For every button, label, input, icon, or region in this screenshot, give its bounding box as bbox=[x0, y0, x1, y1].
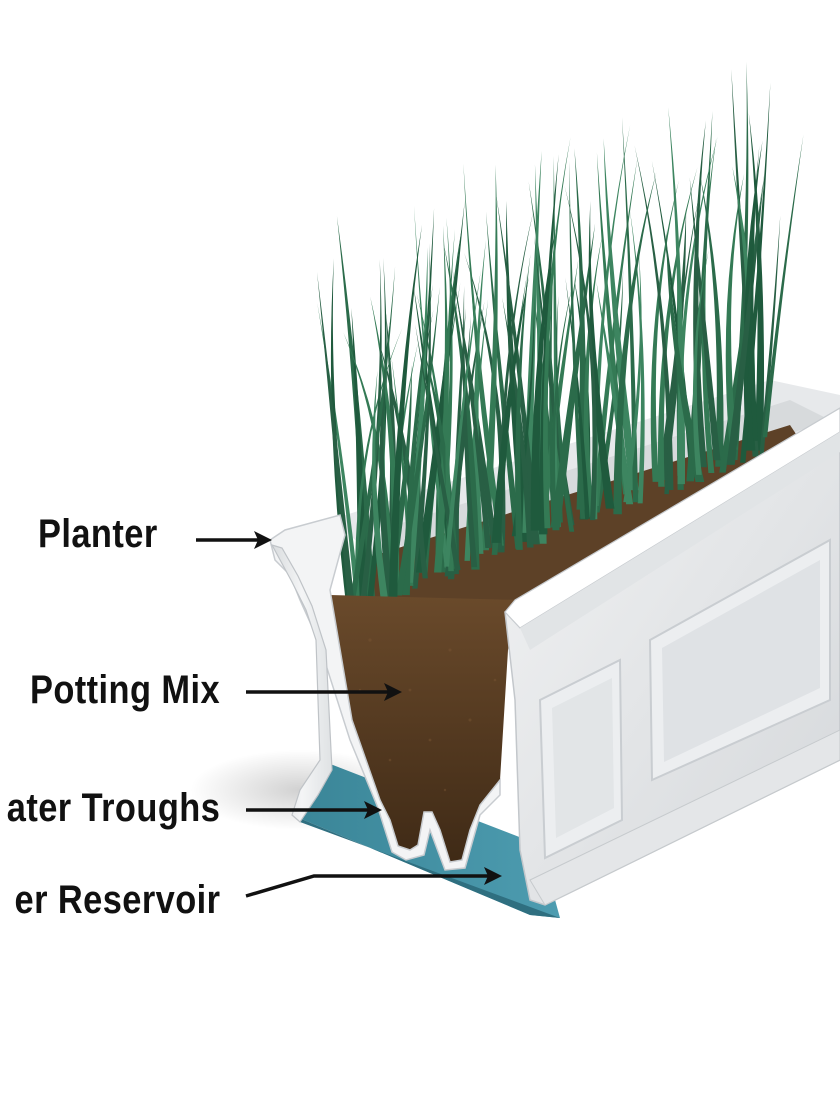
grass-blade bbox=[634, 145, 674, 490]
grass-blade bbox=[530, 224, 556, 531]
grass-blade bbox=[551, 287, 573, 527]
grass-blade bbox=[542, 137, 571, 529]
grass-blade bbox=[657, 167, 698, 487]
grass-blade bbox=[445, 229, 455, 572]
grass-blade bbox=[388, 224, 423, 602]
grass-blade bbox=[689, 177, 721, 461]
grass-blade bbox=[550, 222, 596, 528]
grass-blade bbox=[462, 285, 478, 568]
grass-blade bbox=[692, 249, 709, 475]
grass-blade bbox=[480, 164, 498, 551]
grass-blade bbox=[596, 281, 634, 505]
grass-blade bbox=[748, 113, 765, 451]
grass-blade bbox=[372, 370, 389, 603]
grass-blade bbox=[623, 248, 642, 503]
grass-blade bbox=[583, 235, 603, 518]
arrow-heads bbox=[254, 531, 502, 885]
grass-blade bbox=[588, 200, 615, 509]
grass-blade bbox=[650, 180, 679, 482]
label-potting-mix: Potting Mix bbox=[29, 668, 220, 712]
grass-blade bbox=[762, 134, 804, 438]
grass-blade bbox=[622, 117, 639, 503]
grass-blade bbox=[699, 172, 724, 467]
grass-blade bbox=[515, 253, 531, 550]
grass-blade bbox=[701, 137, 717, 473]
grass-blade bbox=[385, 364, 412, 588]
label-planter: Planter bbox=[38, 512, 158, 556]
label-water-troughs: ater Troughs bbox=[6, 786, 220, 830]
grass-blade bbox=[491, 276, 529, 543]
grass-blade bbox=[502, 297, 534, 548]
grass-blade bbox=[564, 185, 597, 521]
grass-blade bbox=[726, 173, 765, 465]
planter-left-wall bbox=[269, 514, 501, 871]
planter-front-panel bbox=[504, 407, 840, 906]
grass-blade bbox=[725, 173, 745, 450]
grass-blade bbox=[444, 269, 481, 567]
grass-blade bbox=[496, 194, 540, 545]
grass-blade bbox=[355, 327, 403, 601]
grass-blade bbox=[677, 136, 718, 476]
grass-blade bbox=[317, 303, 362, 616]
grass-blade bbox=[629, 208, 645, 504]
grass-blade bbox=[317, 271, 355, 604]
planter-left-molding bbox=[270, 544, 333, 823]
callout-arrows bbox=[196, 538, 492, 898]
grass-blade bbox=[404, 247, 428, 583]
grass-blade bbox=[569, 161, 586, 519]
grass-blade bbox=[452, 268, 492, 548]
label-water-reservoir: er Reservoir bbox=[14, 878, 220, 922]
soil-texture bbox=[358, 638, 497, 792]
grass-blade bbox=[473, 239, 486, 554]
arrow-water-reservoir bbox=[245, 874, 492, 898]
grass-blade bbox=[613, 172, 657, 515]
soil-cross-section bbox=[330, 595, 520, 862]
grass-blade bbox=[416, 309, 434, 579]
grass-plants bbox=[317, 61, 804, 616]
